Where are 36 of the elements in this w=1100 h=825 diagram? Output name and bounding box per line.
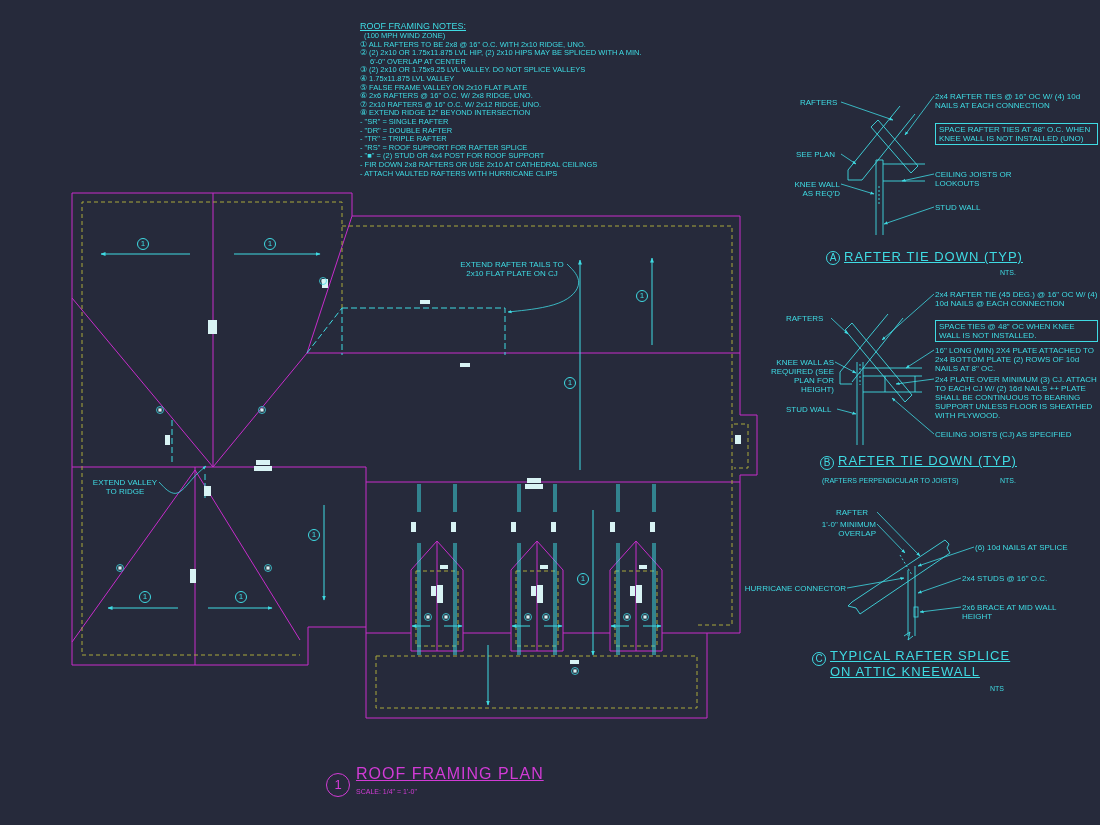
callout-number: 1 xyxy=(137,238,149,250)
callout-text: 2x4 STUDS @ 16" O.C. xyxy=(962,574,1062,583)
note-box: SPACE RAFTER TIES AT 48" O.C. WHEN KNEE WALL IS NOT INSTALLED (UNO) xyxy=(935,123,1098,145)
detail-title: RAFTER TIE DOWN (TYP) xyxy=(844,249,1024,265)
callout-text: STUD WALL xyxy=(935,203,995,212)
callout-number: 1 xyxy=(577,573,589,585)
notes-heading: ROOF FRAMING NOTES: xyxy=(360,20,467,32)
callout-text: 16" LONG (MIN) 2X4 PLATE ATTACHED TO 2x4 BOTTOM PLATE (2) ROWS OF 10d NAILS AT 8" OC. xyxy=(935,346,1100,373)
callout-text: RAFTERS xyxy=(800,98,840,107)
detail-title: TYPICAL RAFTER SPLICE ON ATTIC KNEEWALL xyxy=(830,648,1012,680)
callout-number: 1 xyxy=(564,377,576,389)
callout-text: 2x4 PLATE OVER MINIMUM (3) CJ. ATTACH TO EACH CJ W/ (2) 16d NAILS ++ PLATE SHALL BE CONTINUOUS TO BEARING SUPPORT UNLESS FLOOR IS SHEATHED WITH PLYWOOD. xyxy=(935,375,1100,420)
callout-text: EXTEND VALLEY TO RIDGE xyxy=(92,478,158,496)
callout-text: STUD WALL xyxy=(786,405,836,414)
callout-text: 2x6 BRACE AT MID WALL HEIGHT xyxy=(962,603,1062,621)
callout-number: 1 xyxy=(264,238,276,250)
callout-text: CEILING JOISTS OR LOOKOUTS xyxy=(935,170,1045,188)
callout-text: KNEE WALL AS REQ'D xyxy=(786,180,840,198)
callout-text: CEILING JOISTS (CJ) AS SPECIFIED xyxy=(935,430,1100,439)
detail-title: RAFTER TIE DOWN (TYP) xyxy=(838,453,1018,469)
callout-number: 1 xyxy=(139,591,151,603)
callout-text: RAFTER xyxy=(836,508,876,517)
callout-text: HURRICANE CONNECTOR xyxy=(740,584,846,593)
callout-text: (6) 10d NAILS AT SPLICE xyxy=(975,543,1075,552)
callout-text: 1'-0" MINIMUM OVERLAP xyxy=(800,520,876,538)
callout-text: RAFTERS xyxy=(786,314,830,323)
note-box: SPACE TIES @ 48" OC WHEN KNEE WALL IS NOT INSTALLED. xyxy=(935,320,1098,342)
callout-number: 1 xyxy=(235,591,247,603)
callout-text: KNEE WALL AS REQUIRED (SEE PLAN FOR HEIGHT) xyxy=(768,358,834,394)
callout-text: 2x4 RAFTER TIE (45 DEG.) @ 16" OC W/ (4) 10d NAILS @ EACH CONNECTION xyxy=(935,290,1100,308)
drawing-title: ROOF FRAMING PLAN xyxy=(356,764,545,783)
callout-text: SEE PLAN xyxy=(796,150,840,159)
callout-text: 2x4 RAFTER TIES @ 16" OC W/ (4) 10d NAILS AT EACH CONNECTION xyxy=(935,92,1095,110)
callout-number: 1 xyxy=(636,290,648,302)
callout-number: 1 xyxy=(308,529,320,541)
callout-text: EXTEND RAFTER TAILS TO 2x10 FLAT PLATE ON CJ xyxy=(458,260,566,278)
